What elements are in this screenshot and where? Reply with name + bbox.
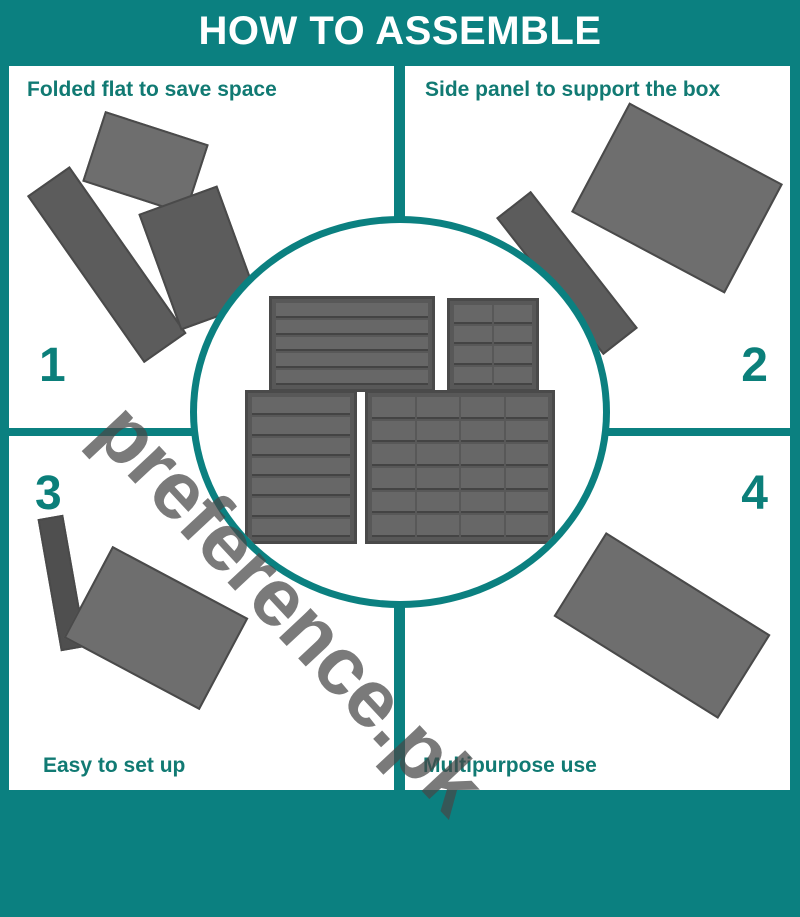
center-circle	[197, 223, 603, 601]
step-caption: Easy to set up	[43, 754, 186, 777]
step-number: 1	[39, 339, 66, 392]
step-caption: Multipurpose use	[423, 754, 597, 777]
step-caption: Folded flat to save space	[27, 78, 277, 101]
step-number: 4	[741, 467, 768, 520]
step-caption: Side panel to support the box	[425, 78, 721, 101]
step-number: 3	[35, 467, 62, 520]
step-number: 2	[741, 339, 768, 392]
page-title: HOW TO ASSEMBLE	[198, 8, 602, 53]
